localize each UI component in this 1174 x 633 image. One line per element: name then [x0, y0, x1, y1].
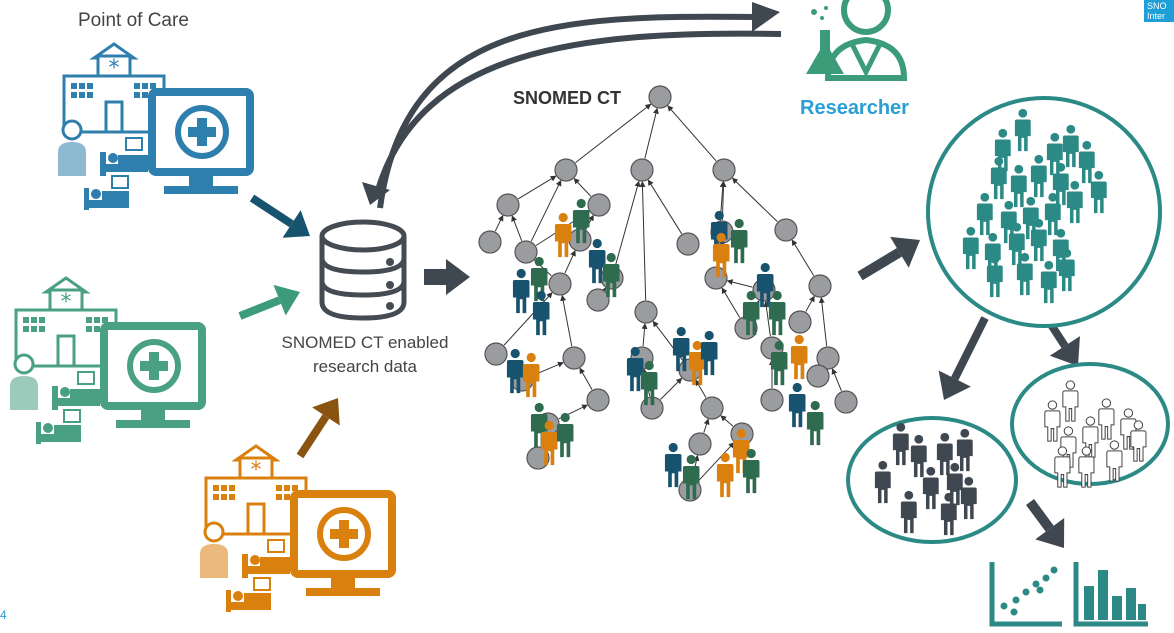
- arrow-population-to-cohort-a: [938, 316, 989, 400]
- concept-node: [514, 240, 538, 264]
- concept-node: [548, 272, 572, 296]
- concept-node: [788, 310, 812, 334]
- point-of-care-label: Point of Care: [78, 10, 189, 31]
- bed-icon: [242, 539, 290, 578]
- bed-icon: [226, 577, 271, 612]
- concept-node: [688, 432, 712, 456]
- arrow-database-to-tree: [424, 259, 470, 295]
- concept-node: [760, 388, 784, 412]
- snomed-ct-title: SNOMED CT: [513, 88, 621, 108]
- concept-node: [712, 158, 736, 182]
- concept-node: [648, 85, 672, 109]
- concept-node: [834, 390, 858, 414]
- concept-node: [634, 300, 658, 324]
- person-icon: [556, 412, 574, 458]
- concept-node: [478, 230, 502, 254]
- hospital-icon: *: [14, 276, 118, 368]
- scatter-chart-icon: [989, 562, 1062, 627]
- person-icon: [512, 268, 530, 314]
- concept-node: [568, 228, 592, 252]
- person-icon: [554, 212, 572, 258]
- patient-icon: [58, 119, 86, 176]
- patient-icon: [200, 521, 228, 578]
- concept-node: [808, 274, 832, 298]
- concept-node: [554, 158, 578, 182]
- monitor-plus-icon: [290, 490, 396, 596]
- person-icon: [664, 442, 682, 488]
- arrow-database-researcher-loop: [362, 2, 782, 209]
- person-icon: [716, 452, 734, 498]
- patient-icon: [10, 353, 38, 410]
- concept-node: [562, 346, 586, 370]
- concept-node: [676, 232, 700, 256]
- concept-node: [774, 218, 798, 242]
- concept-node: [526, 446, 550, 470]
- arrow-green-to-database: [238, 284, 300, 320]
- concept-node: [816, 346, 840, 370]
- concept-node: [496, 193, 520, 217]
- bed-icon: [100, 137, 148, 176]
- monitor-plus-icon: [148, 88, 254, 194]
- researcher-icon: [806, 0, 908, 81]
- arrow-cohort-to-analysis: [1025, 499, 1065, 548]
- monitor-plus-icon: [100, 322, 206, 428]
- concept-node: [704, 266, 728, 290]
- brand-logo: SNO Inter: [1144, 0, 1174, 22]
- care-site-blue: *: [58, 42, 254, 210]
- arrow-orange-to-database: [296, 398, 340, 459]
- page-number: 4: [0, 608, 7, 622]
- concept-node: [587, 193, 611, 217]
- svg-text:*: *: [109, 56, 120, 81]
- arrow-blue-to-database: [249, 194, 310, 238]
- svg-text:*: *: [61, 290, 72, 315]
- person-icon: [730, 218, 748, 264]
- hospital-icon: *: [204, 444, 308, 536]
- concept-node: [586, 388, 610, 412]
- database-caption-line2: research data: [313, 357, 417, 376]
- bed-icon: [36, 409, 81, 444]
- care-site-orange: *: [200, 444, 396, 612]
- svg-text:*: *: [251, 458, 262, 483]
- concept-node: [630, 158, 654, 182]
- concept-node: [806, 364, 830, 388]
- bed-icon: [52, 371, 100, 410]
- bed-icon: [84, 175, 129, 210]
- bar-chart-icon: [1073, 562, 1148, 627]
- concept-node: [700, 396, 724, 420]
- concept-node: [484, 342, 508, 366]
- person-icon: [790, 334, 808, 380]
- person-icon: [788, 382, 806, 428]
- arrow-tree-to-population: [857, 236, 920, 281]
- person-icon: [806, 400, 824, 446]
- concept-node: [586, 288, 610, 312]
- database-caption-line1: SNOMED CT enabled: [281, 333, 449, 352]
- database-icon: [319, 219, 407, 321]
- care-site-green: *: [10, 276, 206, 444]
- researcher-label: Researcher: [800, 97, 909, 119]
- database-caption: SNOMED CT enabled research data: [272, 331, 458, 379]
- population-group: [926, 96, 1162, 328]
